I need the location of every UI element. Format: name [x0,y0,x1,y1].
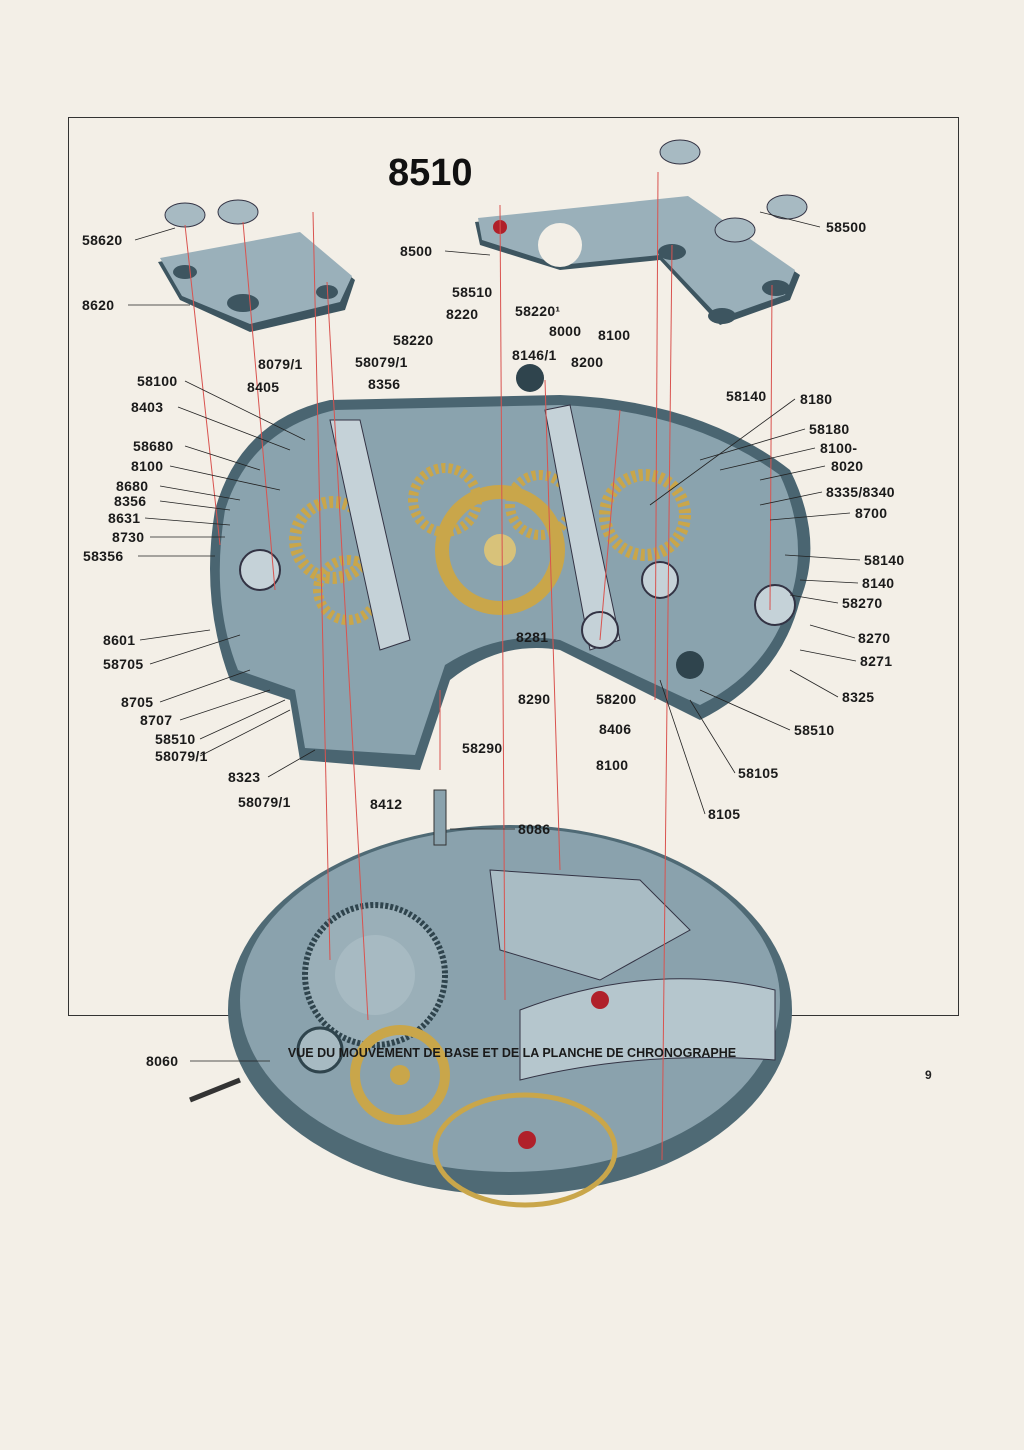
gear [350,1025,450,1125]
part-label: 8631 [108,510,141,526]
part-label: 8100 [598,327,631,343]
chronograph-plate [210,364,811,770]
part-label: 8705 [121,694,154,710]
part-label: 8079/1 [258,356,303,372]
part-label: 8620 [82,297,115,313]
part-label: 58100 [137,373,178,389]
part-label: 8403 [131,399,164,415]
part-label: 8146/1 [512,347,557,363]
part-label: 8707 [140,712,173,728]
part-label: 58140 [726,388,767,404]
part-label: 8325 [842,689,875,705]
part-label: 8180 [800,391,833,407]
part-label: 8700 [855,505,888,521]
part-label: 8601 [103,632,136,648]
part-label: 58079/1 [155,748,208,764]
part-label: 8060 [146,1053,179,1069]
part-label: 58620 [82,232,123,248]
part-label: 58200 [596,691,637,707]
leader-lines [128,211,861,1062]
part-label: 8323 [228,769,261,785]
part-label: 8020 [831,458,864,474]
part-label: 8270 [858,630,891,646]
part-label: 58180 [809,421,850,437]
part-label: 58140 [864,552,905,568]
part-label: 8100- [820,440,858,456]
part-label: 58510 [794,722,835,738]
bridge-8500 [475,139,808,325]
part-label: 58105 [738,765,779,781]
part-label: 58500 [826,219,867,235]
part-label: 8356 [114,493,147,509]
balance-wheel [432,1092,618,1208]
part-8086 [433,789,447,846]
part-label: 8100 [131,458,164,474]
part-label: 8105 [708,806,741,822]
alignment-lines [184,171,773,1161]
part-label: 58680 [133,438,174,454]
figure-caption: VUE DU MOUVEMENT DE BASE ET DE LA PLANCH… [287,1046,737,1060]
part-label: 8100 [596,757,629,773]
part-label: 8405 [247,379,280,395]
part-label: 8200 [571,354,604,370]
part-label: 58220¹ [515,303,561,319]
part-label: 58220 [393,332,434,348]
part-label: 8086 [518,821,551,837]
part-label: 58356 [83,548,124,564]
part-label: 8281 [516,629,549,645]
part-label: 8290 [518,691,551,707]
part-label: 8335/8340 [826,484,895,500]
part-label: 8730 [112,529,145,545]
part-label: 8500 [400,243,433,259]
part-label: 8406 [599,721,632,737]
part-label: 8680 [116,478,149,494]
part-label: 58705 [103,656,144,672]
part-label: 58079/1 [355,354,408,370]
part-label: 8271 [860,653,893,669]
part-label: 58510 [155,731,196,747]
part-label: 8000 [549,323,582,339]
part-label: 8140 [862,575,895,591]
part-label: 8220 [446,306,479,322]
part-label: 58270 [842,595,883,611]
diagram-title: 8510 [388,152,473,194]
part-label: 8412 [370,796,403,812]
base-movement [189,825,792,1208]
part-label: 8356 [368,376,401,392]
part-label: 58079/1 [238,794,291,810]
bridge-8620 [158,199,355,332]
page-number: 9 [925,1068,932,1082]
part-label: 58290 [462,740,503,756]
part-label: 58510 [452,284,493,300]
